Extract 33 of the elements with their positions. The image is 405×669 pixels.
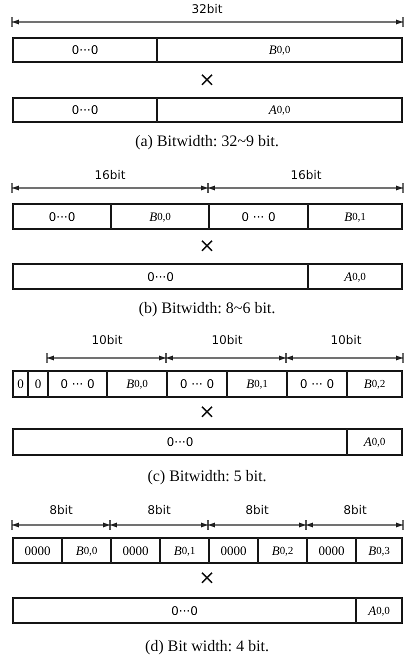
- register-field: 0···0: [12, 203, 112, 230]
- subfigure-caption: (a) Bitwidth: 32~9 bit.: [135, 133, 279, 151]
- bit-width-label: 8bit: [343, 503, 367, 517]
- register-field: 0···0: [12, 428, 348, 456]
- register-field: 0 ··· 0: [286, 370, 348, 398]
- register-field: 0000: [208, 537, 259, 564]
- subfigure-caption: (c) Bitwidth: 5 bit.: [147, 468, 267, 486]
- multiply-sign: ×: [198, 567, 216, 587]
- register-field: 0000: [306, 537, 357, 564]
- bit-width-label: 32bit: [192, 2, 222, 16]
- register-field: 0000: [110, 537, 161, 564]
- register-field: 0: [27, 370, 49, 398]
- register-field: 0 ··· 0: [166, 370, 228, 398]
- bit-width-label: 8bit: [49, 503, 73, 517]
- bit-width-label: 16bit: [290, 168, 322, 182]
- bit-width-label: 10bit: [212, 333, 242, 347]
- multiply-sign: ×: [198, 401, 216, 421]
- register-field: 0 ··· 0: [208, 203, 309, 230]
- bit-width-label: 8bit: [147, 503, 171, 517]
- subfigure-caption: (b) Bitwidth: 8~6 bit.: [138, 300, 276, 318]
- bit-width-label: 10bit: [330, 333, 362, 347]
- register-field: 0 ··· 0: [47, 370, 108, 398]
- register-field: 0···0: [12, 263, 309, 290]
- register-field: 0···0: [12, 597, 357, 624]
- multiply-sign: ×: [198, 235, 216, 255]
- register-field: 0000: [12, 537, 63, 564]
- subfigure-caption: (d) Bit width: 4 bit.: [145, 638, 269, 656]
- bit-width-label: 10bit: [92, 333, 122, 347]
- multiply-sign: ×: [198, 69, 216, 89]
- register-field: 0···0: [12, 97, 158, 123]
- bit-width-label: 16bit: [94, 168, 126, 182]
- bit-width-label: 8bit: [245, 503, 269, 517]
- register-field: 0···0: [12, 37, 158, 63]
